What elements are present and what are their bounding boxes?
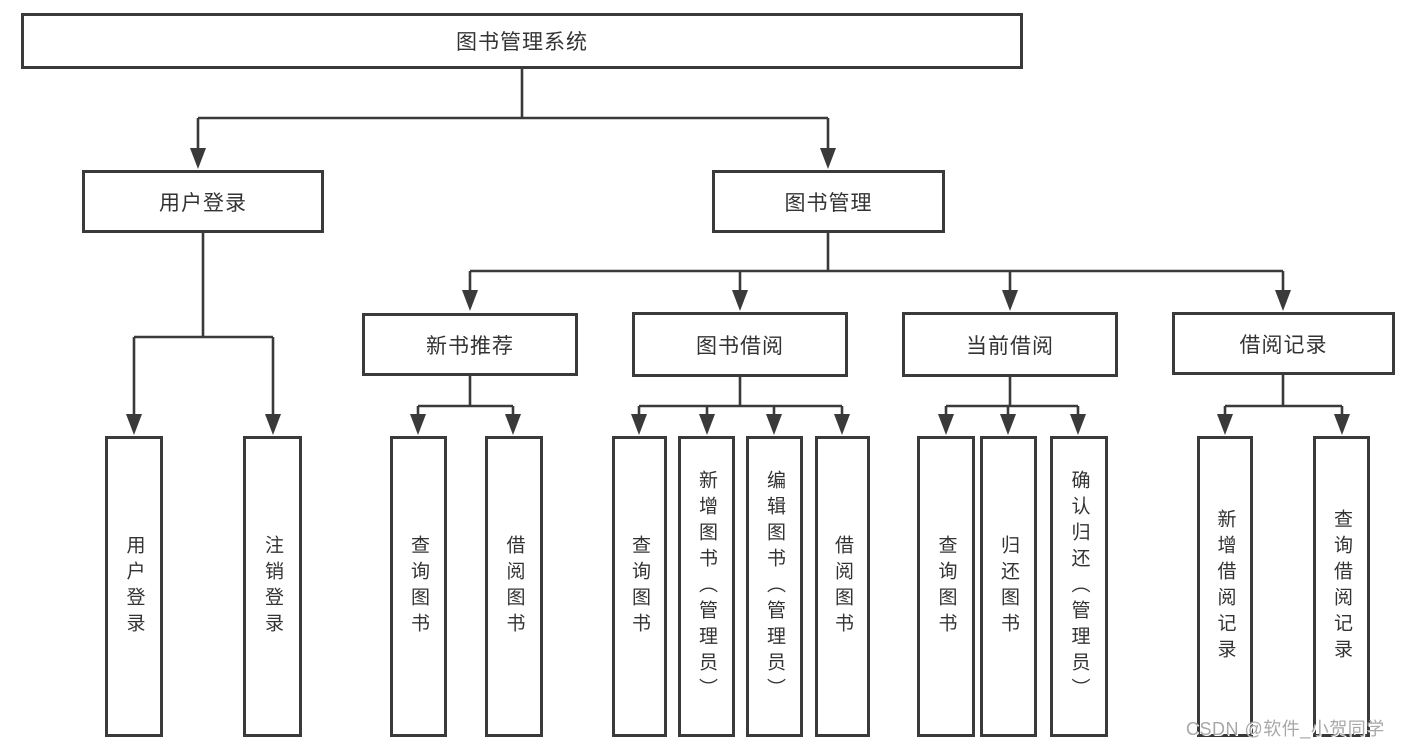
node-library-system-label: 图书管理系统 [456, 31, 588, 54]
leaf-edit-books-admin-label: 编辑图书（管理员） [764, 469, 785, 704]
node-borrow-records: 借阅记录 [1172, 312, 1395, 375]
leaf-user-login: 用户登录 [105, 436, 163, 737]
leaf-logout-label: 注销登录 [262, 534, 283, 639]
node-book-borrow-label: 图书借阅 [696, 334, 784, 358]
leaf-query-books-recommend: 查询图书 [390, 436, 447, 737]
node-user-login-label: 用户登录 [159, 191, 247, 215]
leaf-borrow-books: 借阅图书 [815, 436, 870, 737]
leaf-add-books-admin: 新增图书（管理员） [678, 436, 735, 737]
leaf-add-borrow-record: 新增借阅记录 [1197, 436, 1253, 737]
leaf-query-borrow-record-label: 查询借阅记录 [1331, 508, 1352, 665]
leaf-borrow-books-recommend: 借阅图书 [485, 436, 543, 737]
node-current-borrow: 当前借阅 [902, 312, 1118, 377]
leaf-edit-books-admin: 编辑图书（管理员） [746, 436, 803, 737]
leaf-add-books-admin-label: 新增图书（管理员） [696, 469, 717, 704]
leaf-user-login-label: 用户登录 [123, 534, 145, 639]
leaf-query-borrow-record: 查询借阅记录 [1313, 436, 1370, 737]
node-borrow-records-label: 借阅记录 [1239, 333, 1328, 357]
node-current-borrow-label: 当前借阅 [966, 334, 1054, 358]
node-book-management: 图书管理 [712, 170, 945, 233]
watermark-text: CSDN @软件_小贺同学 [1186, 719, 1385, 739]
leaf-confirm-return-admin-label: 确认归还（管理员） [1068, 469, 1090, 704]
leaf-return-books: 归还图书 [980, 436, 1037, 737]
leaf-confirm-return-admin: 确认归还（管理员） [1050, 436, 1108, 737]
node-book-borrow: 图书借阅 [632, 312, 848, 377]
node-book-management-label: 图书管理 [784, 191, 873, 215]
leaf-return-books-label: 归还图书 [998, 534, 1019, 639]
leaf-query-books-borrow: 查询图书 [612, 436, 667, 737]
node-user-login: 用户登录 [82, 170, 324, 233]
leaf-query-books-recommend-label: 查询图书 [408, 534, 429, 639]
leaf-add-borrow-record-label: 新增借阅记录 [1214, 508, 1236, 665]
leaf-borrow-books-label: 借阅图书 [832, 534, 853, 639]
node-new-book-recommend-label: 新书推荐 [426, 334, 514, 358]
node-library-system: 图书管理系统 [21, 13, 1023, 69]
leaf-logout: 注销登录 [243, 436, 302, 737]
leaf-query-books-current: 查询图书 [917, 436, 975, 737]
node-new-book-recommend: 新书推荐 [362, 313, 578, 376]
leaf-borrow-books-recommend-label: 借阅图书 [503, 534, 525, 639]
leaf-query-books-borrow-label: 查询图书 [629, 534, 650, 639]
leaf-query-books-current-label: 查询图书 [935, 534, 957, 639]
